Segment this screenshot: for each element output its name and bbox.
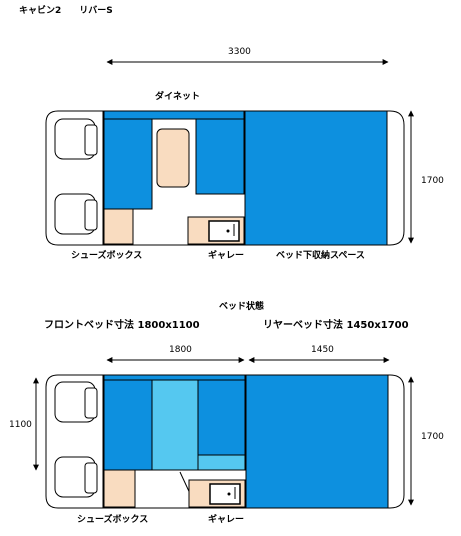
- dim-rear-length: 1450: [311, 345, 334, 355]
- galley-sink-bed: [209, 483, 241, 505]
- label-rear-bed-size: リヤーベッド寸法 1450x1700: [263, 320, 409, 331]
- front-bed-right-lower: [197, 454, 246, 471]
- shoe-box-bed: [103, 469, 136, 508]
- sink-drain-bed: [227, 492, 231, 496]
- cab-seat-top-lower: [54, 193, 98, 235]
- dim-height-top: 1700: [421, 176, 444, 186]
- front-bed-center: [151, 379, 199, 471]
- label-galley-top: ギャレー: [208, 251, 245, 261]
- label-storage: ベッド下収納スペース: [276, 251, 365, 261]
- label-bed-state: ベッド状態: [219, 302, 265, 312]
- dinette-seat-left: [103, 118, 153, 210]
- cab-seat-bed-upper: [54, 381, 98, 423]
- dinette-seat-right: [195, 118, 245, 195]
- galley-sink-top: [208, 220, 240, 242]
- bed-plan: [33, 357, 414, 509]
- label-front-bed-size: フロントベッド寸法 1800x1100: [44, 320, 200, 331]
- front-bed-right: [197, 379, 246, 456]
- dim-front-height: 1100: [9, 420, 32, 430]
- dim-length-top: 3300: [228, 47, 251, 57]
- label-galley-bed: ギャレー: [208, 515, 245, 525]
- label-dinette: ダイネット: [155, 92, 201, 102]
- front-bed-backrest: [103, 374, 246, 381]
- dinette-backrest: [103, 110, 245, 120]
- dinette-table: [156, 128, 190, 188]
- top-plan: [45, 59, 414, 246]
- rear-bed-storage-top: [244, 110, 388, 246]
- label-shoe-box-bed: シューズボックス: [77, 515, 149, 525]
- diagram-title: キャビン2 リバーS: [19, 6, 113, 16]
- cab-seat-bed-lower: [54, 456, 98, 498]
- label-shoe-box-top: シューズボックス: [71, 251, 143, 261]
- dim-rear-height: 1700: [421, 432, 444, 442]
- cab-seat-top-upper: [54, 118, 98, 160]
- rear-bed: [245, 374, 389, 509]
- dim-front-length: 1800: [169, 345, 192, 355]
- sink-drain-top: [226, 229, 230, 233]
- front-bed-left: [103, 379, 153, 471]
- shoe-box-top: [103, 208, 134, 245]
